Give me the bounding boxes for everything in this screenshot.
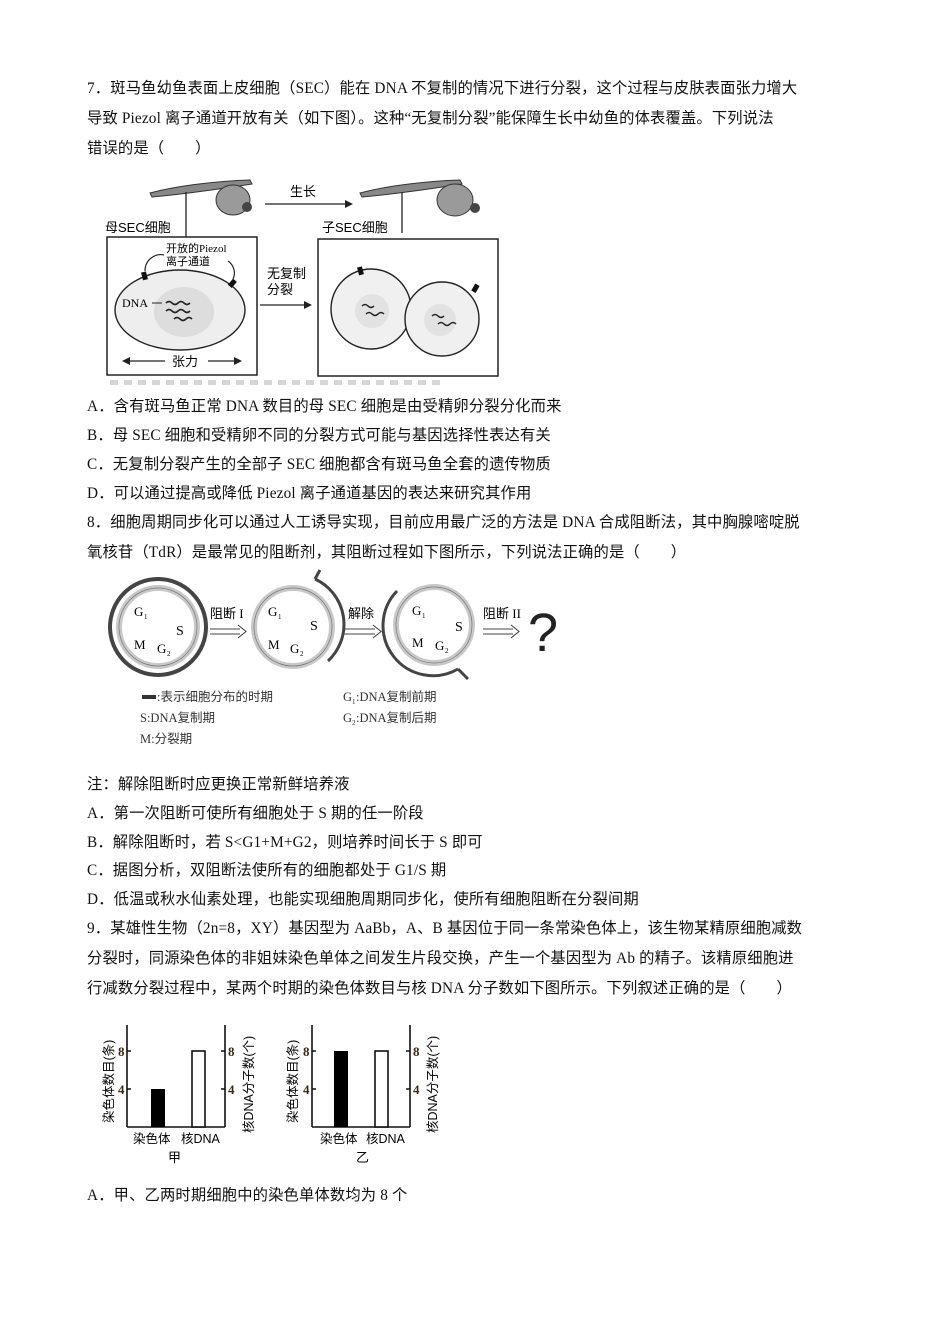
piezo-channel-label-1: 开放的Piezol: [166, 241, 227, 255]
svg-text:G: G: [435, 638, 444, 653]
svg-text:1: 1: [278, 613, 282, 621]
legend-bar-desc: :表示细胞分布的时期: [157, 689, 273, 704]
zebrafish-larva-icon: [149, 179, 253, 216]
dna-label: DNA: [122, 296, 148, 310]
y2-axis-label: 核DNA分子数(个): [241, 1036, 256, 1133]
chart-title: 甲: [168, 1150, 181, 1165]
q9-chart-jia: 染色体数目(条) 8 4 8 4 核DNA分子数(个) 染色体 核DNA 甲: [101, 1025, 256, 1165]
svg-text:4: 4: [228, 1082, 235, 1097]
q7-stem-line-3: 错误的是（ ）: [87, 140, 211, 157]
svg-text:4: 4: [303, 1082, 310, 1097]
svg-text:2: 2: [300, 650, 304, 658]
bar-chromosome: [334, 1051, 348, 1127]
chart-title: 乙: [356, 1150, 369, 1165]
q8-note: 注：解除阻断时应更换正常新鲜培养液: [87, 776, 350, 793]
q9-option-a: A．甲、乙两时期细胞中的染色单体数均为 8 个: [87, 1187, 408, 1204]
svg-text:1: 1: [144, 613, 148, 621]
piezo-channel-icon: [227, 278, 237, 288]
q9-stem-line-2: 分裂时，同源染色体的非姐妹染色单体之间发生片段交换，产生一个基因型为 Ab 的精…: [87, 950, 794, 967]
q7-figure-clipped-caption: [110, 380, 440, 385]
piezo-channel-label-2: 离子通道: [166, 254, 210, 268]
svg-text:M: M: [412, 635, 424, 650]
svg-text:2: 2: [445, 647, 449, 655]
q7-option-b: B．母 SEC 细胞和受精卵不同的分裂方式可能与基因选择性表达有关: [87, 427, 551, 444]
block-2-label: 阻断 II: [483, 606, 521, 621]
q9-chart-yi: 染色体数目(条) 8 4 8 4 核DNA分子数(个) 染色体 核DNA 乙: [285, 1025, 440, 1165]
svg-text:G: G: [290, 641, 299, 656]
zebrafish-larva-grown-icon: [359, 179, 480, 217]
x-category-1: 染色体: [133, 1131, 171, 1146]
svg-text:S: S: [455, 620, 463, 635]
tension-label: 张力: [172, 354, 198, 369]
svg-text:S: S: [176, 624, 184, 639]
bar-chromosome: [151, 1089, 165, 1127]
q8-option-b: B．解除阻断时，若 S<G1+M+G2，则培养时间长于 S 即可: [87, 834, 483, 851]
q8-option-c: C．据图分析，双阻断法使所有的细胞都处于 G1/S 期: [87, 862, 447, 879]
q7-stem-line-1: 7．斑马鱼幼鱼表面上皮细胞（SEC）能在 DNA 不复制的情况下进行分裂，这个过…: [87, 80, 798, 97]
q8-stem-line-1: 8．细胞周期同步化可以通过人工诱导实现，目前应用最广泛的方法是 DNA 合成阻断…: [87, 514, 800, 531]
no-replication-division-label-1: 无复制: [267, 266, 306, 281]
block-1-label: 阻断 I: [210, 606, 244, 621]
svg-text:8: 8: [228, 1044, 235, 1059]
legend-s-desc: S:DNA复制期: [140, 711, 215, 725]
svg-text:M: M: [134, 637, 146, 652]
legend-g1-desc: :DNA复制前期: [356, 689, 437, 704]
y-axis-label: 染色体数目(条): [101, 1040, 116, 1123]
legend-g2-desc: :DNA复制后期: [356, 711, 437, 725]
release-label: 解除: [348, 606, 374, 621]
q7-figure-sec-division: 母SEC细胞 生长 子SEC细胞 开放的Piezol 离子通道 DNA 张力 无…: [105, 179, 499, 377]
x-category-1: 染色体: [320, 1131, 358, 1146]
growth-label: 生长: [290, 184, 316, 199]
q8-option-a: A．第一次阻断可使所有细胞处于 S 期的任一阶段: [87, 805, 424, 822]
q9-stem-line-1: 9．某雄性生物（2n=8，XY）基因型为 AaBb，A、B 基因位于同一条常染色…: [87, 920, 803, 937]
svg-text:8: 8: [118, 1044, 125, 1059]
y2-axis-label: 核DNA分子数(个): [425, 1036, 440, 1133]
q9-stem-line-3: 行减数分裂过程中，某两个时期的染色体数目与核 DNA 分子数如下图所示。下列叙述…: [87, 980, 792, 997]
no-replication-division-label-2: 分裂: [267, 282, 293, 297]
svg-text:G: G: [343, 711, 352, 725]
svg-text:G: G: [412, 603, 421, 618]
x-category-2: 核DNA: [181, 1132, 221, 1146]
legend-bar-icon: [142, 695, 156, 699]
legend-m-desc: M:分裂期: [140, 732, 192, 746]
q7-option-a: A．含有斑马鱼正常 DNA 数目的母 SEC 细胞是由受精卵分裂分化而来: [87, 398, 562, 415]
y-axis-label: 染色体数目(条): [285, 1040, 300, 1123]
svg-text:S: S: [310, 619, 318, 634]
svg-text:2: 2: [167, 650, 171, 658]
svg-text:4: 4: [413, 1082, 420, 1097]
q7-option-c: C．无复制分裂产生的全部子 SEC 细胞都含有斑马鱼全套的遗传物质: [87, 456, 551, 473]
piezo-channel-icon: [141, 271, 148, 281]
double-arrow-icon: [210, 624, 247, 639]
double-arrow-icon: [343, 624, 382, 639]
svg-text:8: 8: [303, 1044, 310, 1059]
svg-text:G: G: [268, 604, 277, 619]
question-mark-icon: ?: [528, 603, 558, 663]
svg-text:M: M: [268, 637, 280, 652]
svg-text:1: 1: [352, 698, 356, 706]
svg-text:4: 4: [118, 1082, 125, 1097]
q7-stem-line-2: 导致 Piezol 离子通道开放有关（如下图）。这种“无复制分裂”能保障生长中幼…: [87, 110, 774, 127]
svg-text:G: G: [157, 641, 166, 656]
q7-option-d: D．可以通过提高或降低 Piezol 离子通道基因的表达来研究其作用: [87, 485, 532, 502]
bar-nuclear-dna: [191, 1050, 206, 1128]
bar-nuclear-dna: [374, 1050, 389, 1128]
daughter-sec-cell-label: 子SEC细胞: [322, 220, 388, 235]
q8-option-d: D．低温或秋水仙素处理，也能实现细胞周期同步化，使所有细胞阻断在分裂间期: [87, 891, 639, 908]
q8-stem-line-2: 氧核苷（TdR）是最常见的阻断剂，其阻断过程如下图所示，下列说法正确的是（ ）: [87, 544, 687, 561]
svg-text:2: 2: [352, 719, 356, 727]
svg-text:1: 1: [422, 612, 426, 620]
svg-text:8: 8: [413, 1044, 420, 1059]
mother-sec-cell-label: 母SEC细胞: [105, 220, 171, 235]
svg-text:G: G: [134, 604, 143, 619]
svg-text:G: G: [343, 690, 352, 704]
double-arrow-icon: [483, 624, 520, 639]
x-category-2: 核DNA: [366, 1132, 406, 1146]
